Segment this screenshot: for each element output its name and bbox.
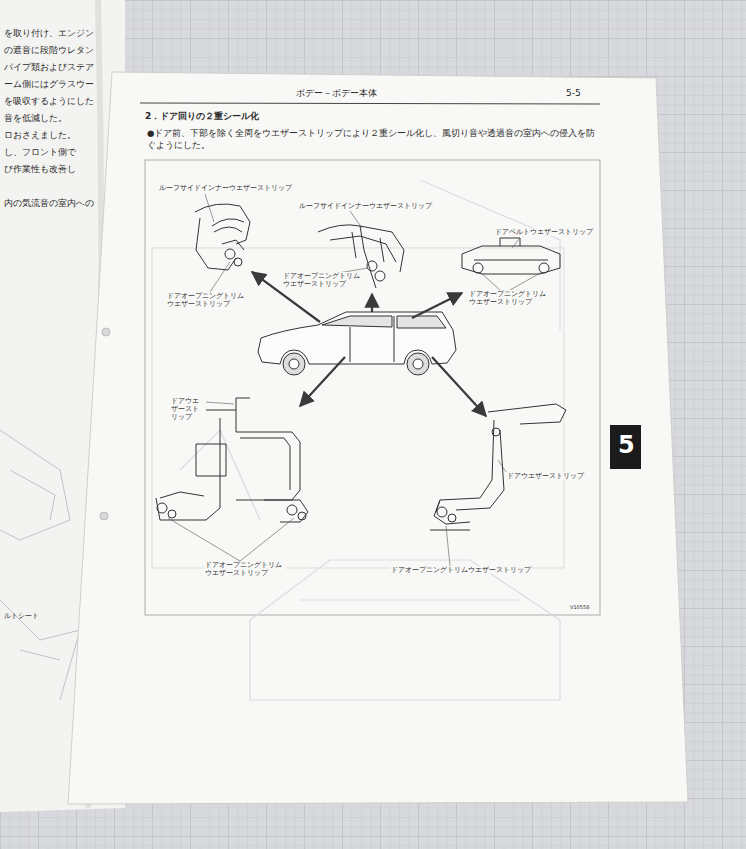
part-label: ドアオープニングトリム ウエザーストリップ [166, 292, 248, 308]
section-detail [430, 404, 566, 530]
pointer-arrow [252, 272, 486, 416]
left-page-text: を取り付け、エンジン [4, 28, 94, 39]
left-page-text: ロおさえました。 [4, 130, 76, 141]
section-tab-number: 5 [618, 432, 635, 458]
page-number: 5-5 [566, 88, 581, 99]
part-label: ドアオープニングトリム ウエザーストリップ [468, 290, 550, 306]
left-page-text: パイプ類およびステア [4, 62, 94, 73]
leader-line [168, 194, 542, 566]
part-label: ドアオープニングトリム ウエザーストリップ [282, 272, 364, 288]
left-page-text: 内の気流音の室内への [4, 198, 94, 209]
show-through [180, 180, 560, 700]
section-detail [156, 398, 308, 522]
part-label: ドアオープニングトリム ウエザーストリップ [204, 561, 286, 577]
left-page-label: ルトシート [4, 612, 39, 621]
main-page [68, 72, 688, 804]
running-header: ボデー－ボデー本体 [296, 88, 377, 99]
left-page-figure [0, 430, 80, 700]
left-page-text: ーム側にはグラスウー [4, 79, 94, 90]
figure-code: V10558 [570, 604, 589, 610]
left-page-text: し、フロント側で [4, 147, 76, 158]
section-tab [610, 425, 641, 469]
part-label: ドアベルトウエザーストリップ [494, 228, 594, 236]
figure-frame [145, 160, 600, 615]
section-heading: 2．ドア回りの２重シール化 [145, 111, 259, 122]
car-illustration [258, 312, 456, 375]
body-text: ●ドア前、下部を除く全周をウエザーストリップにより２重シール化し、風切り音や透過… [147, 127, 602, 152]
part-label: ドアウエザーストリップ [170, 397, 206, 421]
part-label: ルーフサイドインナーウエザーストリップ [158, 184, 293, 192]
left-page-text: 音を低減した。 [4, 113, 67, 124]
part-label: ドアオープニングトリムウエザーストリップ [390, 566, 532, 574]
left-page-text: び作業性も改善し [4, 164, 76, 175]
section-detail [462, 238, 560, 274]
part-label: ルーフサイドインナーウエザーストリップ [298, 202, 433, 210]
part-label: ドアウエザーストリップ [506, 472, 585, 480]
left-page-text: の遮音に段階ウレタン [4, 45, 94, 56]
section-detail [195, 204, 250, 270]
left-page-text: を吸収するようにした [4, 96, 94, 107]
